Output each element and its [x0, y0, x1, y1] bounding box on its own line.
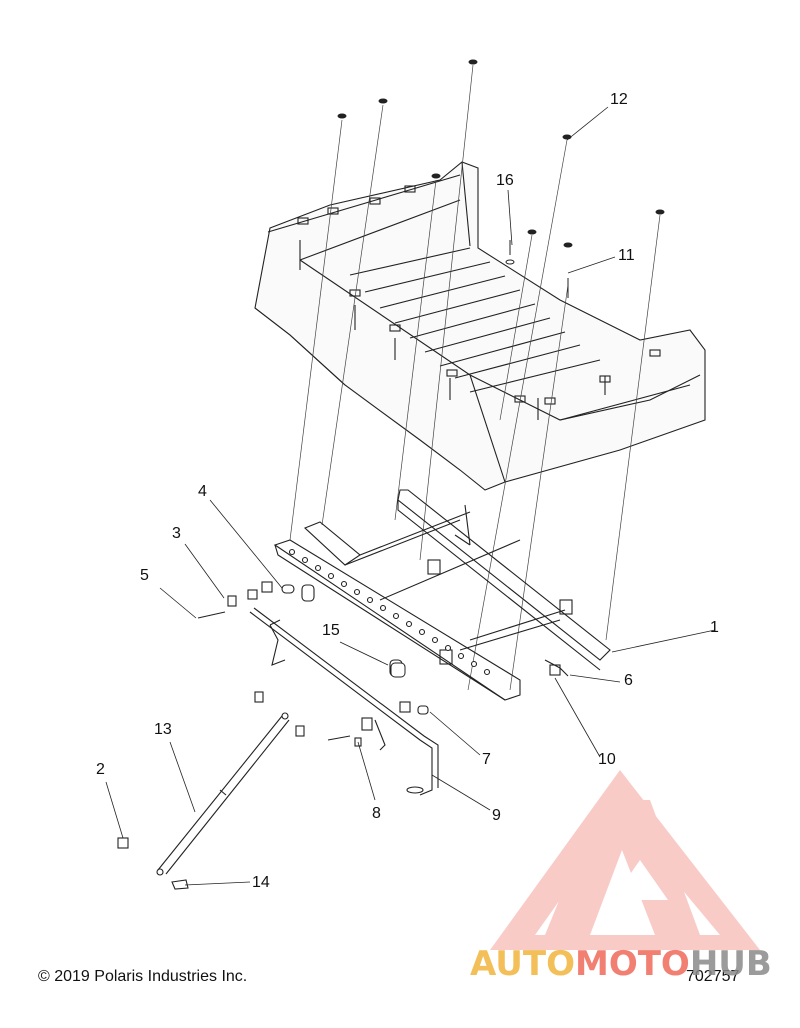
callout-12: 12: [610, 91, 628, 108]
callout-leaders: [105, 106, 716, 886]
exploded-view-lines: [289, 64, 661, 691]
callout-15: 15: [322, 622, 340, 639]
callout-6: 6: [624, 672, 633, 689]
callout-3: 3: [172, 525, 181, 542]
watermark-logo: [490, 770, 760, 950]
callout-1: 1: [710, 619, 719, 636]
latch-assembly: [197, 581, 569, 796]
bushing-part: [390, 662, 406, 678]
callout-9: 9: [492, 807, 501, 824]
cargo-frame: [273, 489, 611, 701]
watermark-hub: HUB: [689, 944, 772, 984]
callout-16: 16: [496, 172, 514, 189]
callout-5: 5: [140, 567, 149, 584]
callout-11: 11: [618, 247, 635, 264]
callout-2: 2: [96, 761, 105, 778]
copyright-notice: © 2019 Polaris Industries Inc.: [38, 968, 248, 985]
watermark-text: AUTOMOTOHUB: [470, 944, 772, 984]
callout-8: 8: [372, 805, 381, 822]
gas-strut: [117, 691, 290, 890]
cargo-box: [254, 161, 706, 491]
callout-4: 4: [198, 483, 207, 500]
callout-13: 13: [154, 721, 172, 738]
watermark-moto: MOTO: [574, 944, 690, 984]
watermark-auto: AUTO: [470, 944, 575, 984]
callout-10: 10: [598, 751, 616, 768]
diagram-number: 702757: [686, 968, 740, 985]
callout-7: 7: [482, 751, 491, 768]
callout-14: 14: [252, 874, 270, 891]
